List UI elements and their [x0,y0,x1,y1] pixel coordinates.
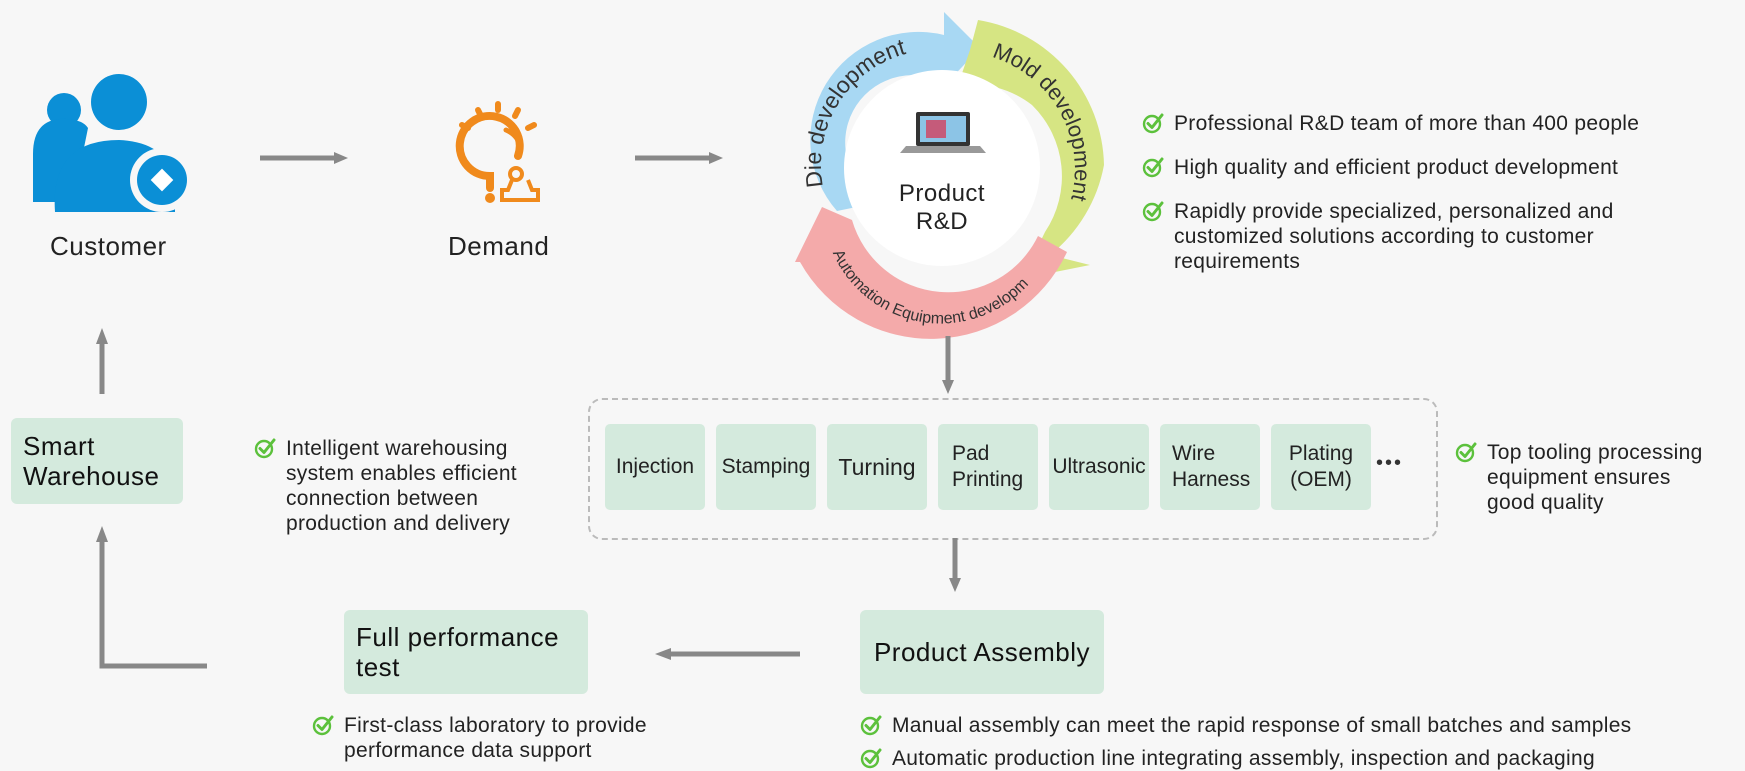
arrow-rd-processes [942,336,954,394]
rd-bullet-2: High quality and efficient product devel… [1142,155,1618,180]
rd-bullet-1: Professional R&D team of more than 400 p… [1142,111,1639,136]
arrow-assembly-test [655,648,800,660]
product-rd-label: Product R&D [898,180,986,235]
check-icon [860,747,882,769]
process-stamping: Stamping [716,424,816,510]
arrow-processes-assembly [949,538,961,592]
rd-cycle: Die development Mold development Automat… [0,0,1104,339]
check-icon [860,714,882,736]
customer-label: Customer [50,231,167,261]
check-icon [1142,200,1164,222]
arrow-warehouse-customer [96,328,108,394]
die-arc [810,12,980,211]
assembly-bullet-2: Automatic production line integrating as… [860,746,1595,771]
demand-icon [455,101,540,203]
automation-arc [795,207,1067,339]
assembly-bullet-1: Manual assembly can meet the rapid respo… [860,713,1631,738]
laptop-icon [900,112,986,153]
arrow-demand-rd [635,152,723,164]
check-icon [1142,112,1164,134]
full-performance-test-box: Full performance test [344,610,588,694]
process-wire-harness: Wire Harness [1160,424,1260,510]
warehouse-bullet: Intelligent warehousing system enables e… [254,436,517,536]
demand-label: Demand [448,231,550,261]
customer-icon [33,74,194,212]
check-icon [312,714,334,736]
test-bullet: First-class laboratory to provide perfor… [312,713,647,763]
process-ultrasonic: Ultrasonic [1049,424,1149,510]
process-plating: Plating (OEM) [1271,424,1371,510]
product-assembly-box: Product Assembly [860,610,1104,694]
tooling-bullet: Top tooling processing equipment ensures… [1455,440,1703,515]
smart-warehouse-box: Smart Warehouse [11,418,183,504]
process-turning: Turning [827,424,927,510]
check-icon [1142,156,1164,178]
rd-bullet-3: Rapidly provide specialized, personalize… [1142,199,1614,274]
arrow-test-warehouse [96,526,207,669]
process-injection: Injection [605,424,705,510]
check-icon [1455,441,1477,463]
mold-arc [958,20,1104,272]
arrow-customer-demand [260,152,348,164]
more-dots: ••• [1376,452,1404,474]
process-container [588,398,1438,540]
check-icon [254,437,276,459]
process-pad-printing: Pad Printing [938,424,1038,510]
